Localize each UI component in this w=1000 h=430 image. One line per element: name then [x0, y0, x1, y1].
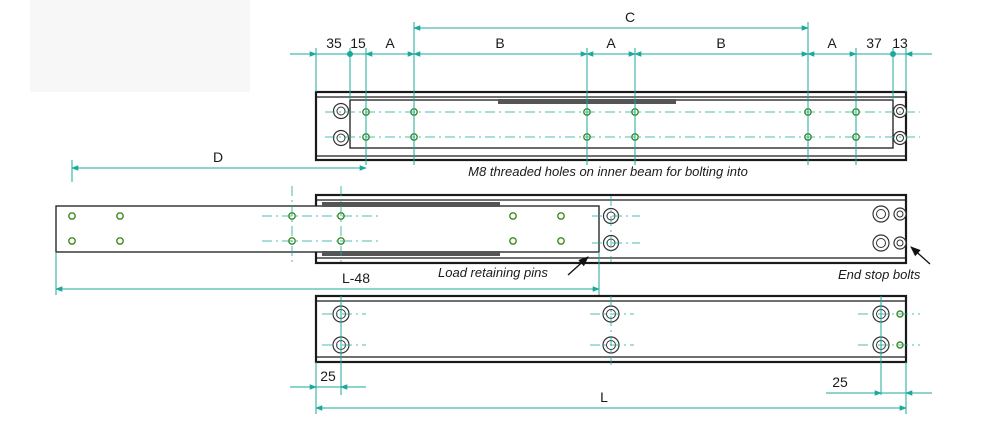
dim-35-label: 35 — [326, 35, 342, 51]
dim-15-label: 15 — [350, 35, 366, 51]
end-stop-pointer — [910, 246, 931, 265]
middle-ball-cage-top — [322, 202, 500, 207]
bottom-view — [314, 294, 920, 365]
dim-37-label: 37 — [866, 35, 882, 51]
middle-inner-beam — [55, 205, 600, 253]
dim-D-label: D — [213, 149, 223, 165]
top-view — [314, 90, 920, 162]
dim-L-label: L — [600, 389, 608, 405]
top-extension-lines — [315, 22, 907, 165]
top-outer-beam — [314, 90, 908, 162]
middle-ball-cage-bottom — [322, 251, 500, 256]
top-inner-beam — [349, 99, 894, 149]
dim-13-label: 13 — [892, 35, 908, 51]
note-load-pins: Load retaining pins — [438, 265, 548, 280]
dim-B1-label: B — [495, 35, 504, 51]
dim-A2-label: A — [606, 35, 616, 51]
top-dimension-chain — [290, 51, 932, 57]
note-threaded-holes: M8 threaded holes on inner beam for bolt… — [468, 164, 748, 179]
dim-25-left-label: 25 — [320, 368, 336, 384]
dim-L48-label: L-48 — [342, 270, 370, 286]
middle-view — [55, 186, 908, 265]
background-tint — [30, 0, 250, 92]
note-end-stop: End stop bolts — [838, 267, 921, 282]
dim-A1-label: A — [385, 35, 395, 51]
load-pins-pointer — [567, 256, 589, 276]
dim-B2-label: B — [716, 35, 725, 51]
top-threaded-holes — [362, 108, 860, 141]
dim-C-label: C — [625, 9, 635, 25]
dim-A3-label: A — [827, 35, 837, 51]
dim-25-right-label: 25 — [832, 374, 848, 390]
